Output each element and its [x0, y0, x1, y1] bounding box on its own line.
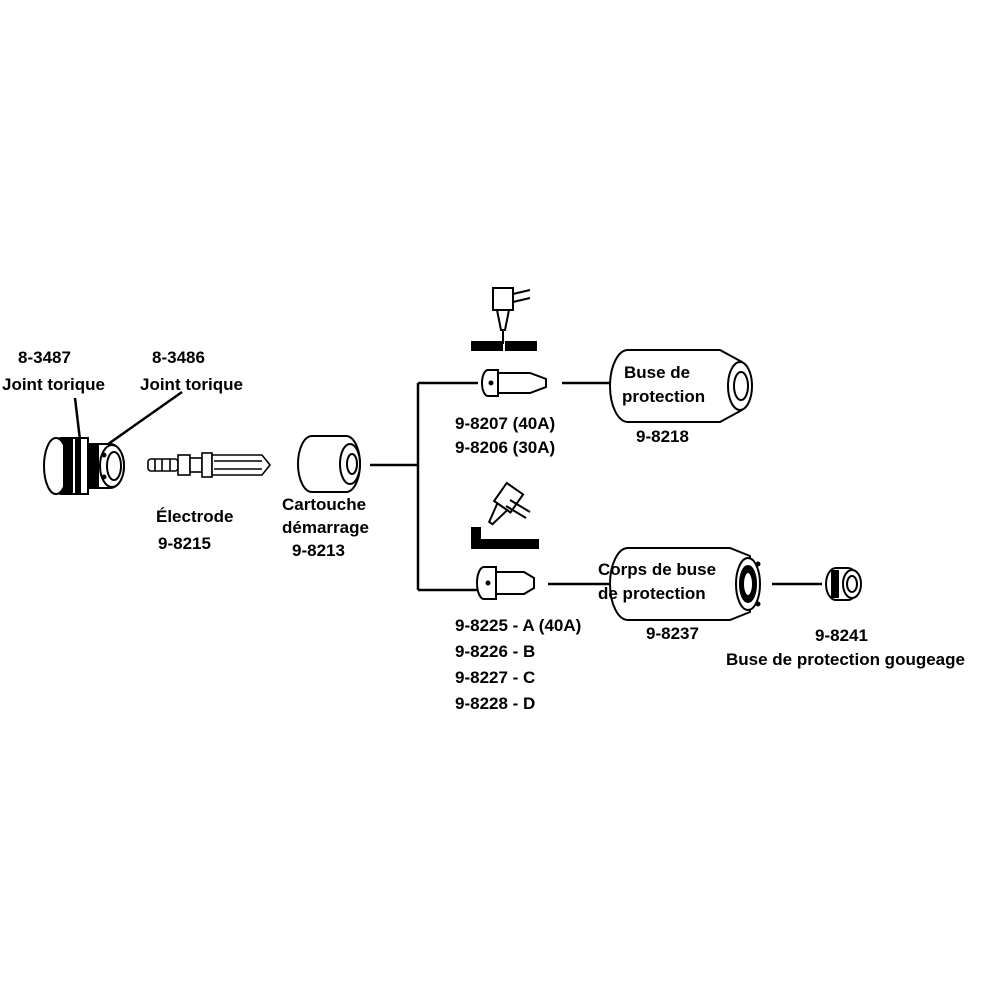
- oring-inner-icon: [89, 443, 99, 489]
- shield-cup-body-icon: [609, 547, 761, 621]
- gouging-tip-icon: [476, 566, 535, 600]
- electrode-part-number: 9-8215: [158, 534, 211, 553]
- shield-cup-body-name-line1: Corps de buse: [598, 560, 717, 579]
- electrode-icon: [147, 452, 272, 478]
- drag-tip-part-line2: 9-8206 (30A): [455, 438, 556, 457]
- gouging-symbol-icon: [471, 481, 539, 549]
- gouging-shield-name: Buse de protection gougeage: [726, 650, 965, 669]
- shield-cup-part-number: 9-8218: [636, 427, 689, 446]
- drag-cut-symbol-icon: [471, 287, 537, 351]
- torch-head-icon: [43, 437, 125, 495]
- oring-outer-part-number: 8-3487: [18, 348, 71, 367]
- gouging-tip-line1: 9-8225 - A (40A): [455, 616, 582, 635]
- start-cartridge-part-number: 9-8213: [292, 541, 345, 560]
- oring-outer-icon: [63, 437, 73, 495]
- start-cartridge-name-line2: démarrage: [282, 518, 369, 537]
- oring-inner-part-number: 8-3486: [152, 348, 205, 367]
- gouging-shield-icon: [825, 567, 862, 601]
- shield-cup-name-line2: protection: [622, 387, 706, 406]
- shield-cup-body-name-line2: de protection: [598, 584, 706, 603]
- gouging-tip-line3: 9-8227 - C: [455, 668, 536, 687]
- drag-tip-part-line1: 9-8207 (40A): [455, 414, 556, 433]
- connector-lines: [73, 381, 822, 592]
- electrode-name: Électrode: [156, 507, 234, 526]
- gouging-shield-part-number: 9-8241: [815, 626, 868, 645]
- gouging-tip-line4: 9-8228 - D: [455, 694, 536, 713]
- shield-cup-name-line1: Buse de: [624, 363, 691, 382]
- drag-tip-icon: [481, 369, 547, 397]
- shield-cup-body-part-number: 9-8237: [646, 624, 699, 643]
- start-cartridge-icon: [297, 435, 361, 493]
- start-cartridge-name-line1: Cartouche: [282, 495, 367, 514]
- oring-outer-name: Joint torique: [2, 375, 105, 394]
- oring-inner-name: Joint torique: [140, 375, 243, 394]
- gouging-tip-line2: 9-8226 - B: [455, 642, 536, 661]
- shield-cup-icon: [609, 349, 753, 423]
